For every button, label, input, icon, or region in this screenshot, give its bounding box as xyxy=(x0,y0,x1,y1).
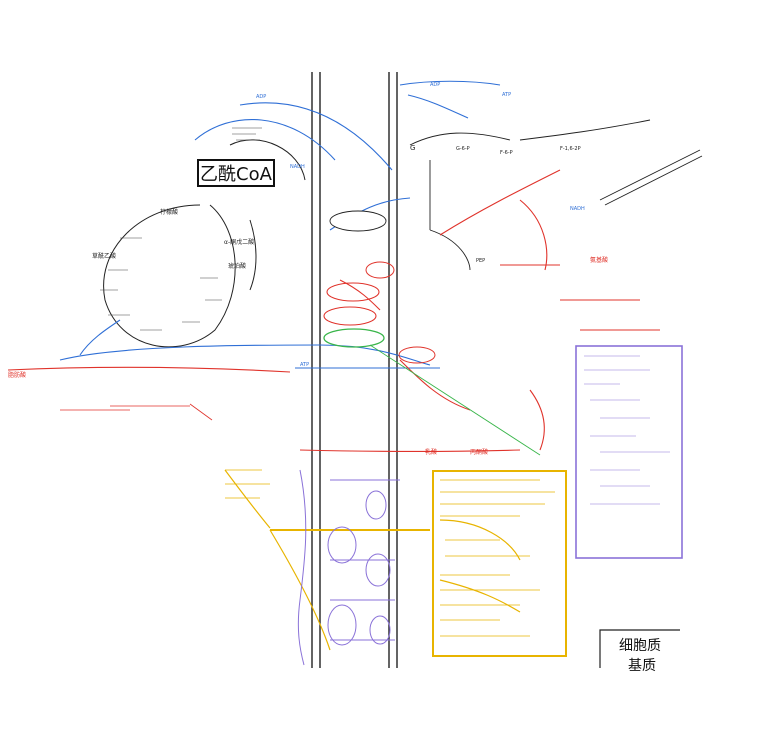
purple-pathways xyxy=(297,469,400,666)
red-text-fragments: 脂肪酸 丙酮酸 乳酸 氨基酸 xyxy=(8,256,608,456)
tca-labels: 柠檬酸 α-酮戊二酸 琥珀酸 草酰乙酸 xyxy=(92,208,254,270)
red-pathways xyxy=(7,169,660,453)
membrane-right xyxy=(388,72,398,668)
citrate-label: 柠檬酸 xyxy=(160,208,178,216)
membrane-left xyxy=(311,72,321,668)
acetyl-coa-label: 乙酰CoA xyxy=(200,164,273,185)
amino-acid-label: 氨基酸 xyxy=(590,256,608,264)
g6p-label: G-6-P xyxy=(456,146,470,152)
acetyl-coa-node: 乙酰CoA xyxy=(197,159,275,187)
blue-label-1: ADP xyxy=(256,94,266,100)
pep-label: PEP xyxy=(476,258,485,264)
green-line xyxy=(369,344,541,456)
f16bp-label: F-1,6-2P xyxy=(560,146,581,152)
purple-box xyxy=(575,345,683,559)
glycolysis-labels: G G-6-P F-6-P F-1,6-2P PEP xyxy=(410,144,581,264)
blue-label-6: ATP xyxy=(300,362,309,368)
fatty-acid-label: 脂肪酸 xyxy=(8,371,26,379)
red-ovals xyxy=(323,261,436,364)
matrix-label: 基质 xyxy=(628,657,656,674)
yellow-box xyxy=(432,470,567,657)
glycolysis-chain xyxy=(409,119,703,271)
glucose-label: G xyxy=(410,144,415,152)
cytoplasm-label: 细胞质 xyxy=(619,638,661,654)
blue-pathways xyxy=(59,80,501,369)
blue-label-2: ADP xyxy=(430,82,440,88)
f6p-label: F-6-P xyxy=(500,150,513,156)
matrix-bracket xyxy=(599,629,680,668)
blue-label-4: NADH xyxy=(290,164,305,170)
blue-text-fragments: ADP ADP ATP NADH NADH ATP xyxy=(256,82,585,368)
tca-scribbles xyxy=(100,127,262,331)
blue-label-3: ATP xyxy=(502,92,511,98)
lower-left-branch xyxy=(60,403,213,421)
lactate-label: 乳酸 xyxy=(425,448,437,456)
junction-oval xyxy=(329,210,387,232)
green-oval xyxy=(323,328,385,348)
oxaloacetate-label: 草酰乙酸 xyxy=(92,252,116,260)
yellow-left-lines xyxy=(225,469,270,499)
yellow-box-lines xyxy=(440,479,555,637)
pyruvate-label: 丙酮酸 xyxy=(470,448,488,456)
tca-cycle xyxy=(103,139,306,348)
alpha-kg-label: α-酮戊二酸 xyxy=(224,238,254,246)
blue-label-5: NADH xyxy=(570,206,585,212)
purple-box-lines xyxy=(584,355,670,505)
succinate-label: 琥珀酸 xyxy=(228,262,246,270)
